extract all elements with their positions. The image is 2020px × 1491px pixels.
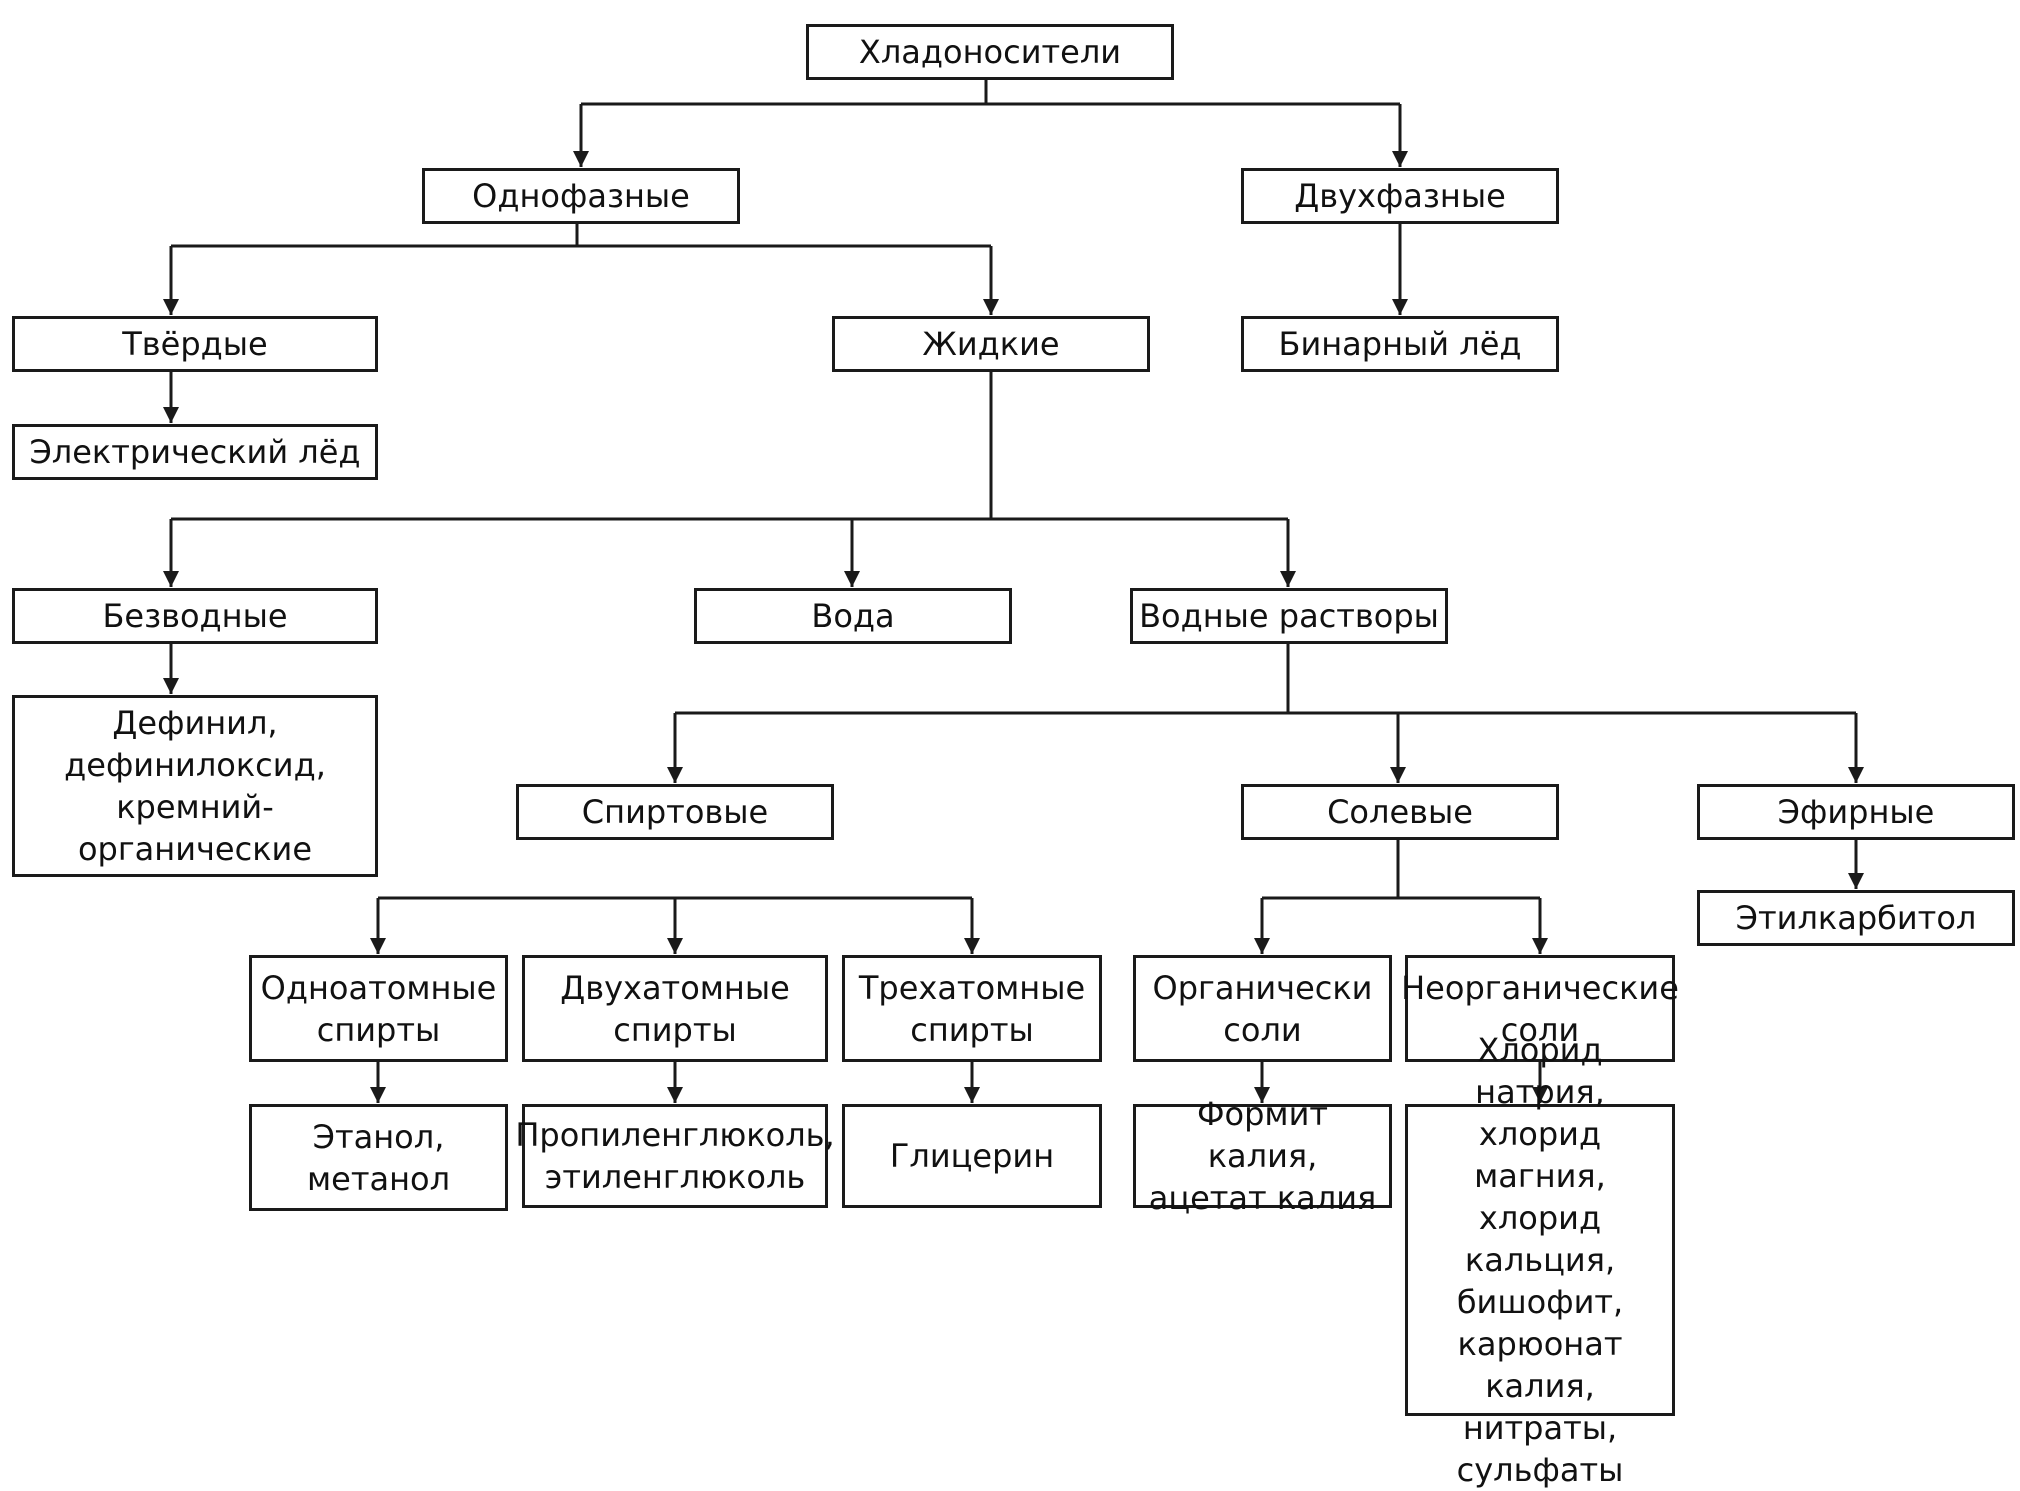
node-binary-ice: Бинарный лёд	[1241, 316, 1559, 372]
node-solid: Твёрдые	[12, 316, 378, 372]
node-root: Хладоносители	[806, 24, 1174, 80]
node-ethylcarbitol: Этилкарбитол	[1697, 890, 2015, 946]
node-dihydric-alcohols: Двухатомные спирты	[522, 955, 828, 1062]
node-two-phase: Двухфазные	[1241, 168, 1559, 224]
node-alcohol: Спиртовые	[516, 784, 834, 840]
node-monohydric-alcohols: Одноатомные спирты	[249, 955, 508, 1062]
node-glycols: Пропиленглюколь, этиленглюколь	[515, 1104, 835, 1208]
node-ethanol-methanol: Этанол, метанол	[249, 1104, 508, 1211]
node-salt: Солевые	[1241, 784, 1559, 840]
node-ether: Эфирные	[1697, 784, 2015, 840]
node-aqueous-solutions: Водные растворы	[1130, 588, 1448, 644]
node-liquid: Жидкие	[832, 316, 1150, 372]
node-organic-salts: Органически соли	[1133, 955, 1392, 1062]
node-potassium-salts: Формит калия, ацетат калия	[1133, 1095, 1392, 1217]
node-glycerin: Глицерин	[842, 1104, 1102, 1208]
node-chloride-list: Хлорид натрия, хлорид магния, хлорид кал…	[1405, 1031, 1675, 1489]
node-anhydrous: Безводные	[12, 588, 378, 644]
node-anhydrous-list: Дефинил, дефинилоксид, кремний- органиче…	[12, 695, 378, 877]
node-electric-ice: Электрический лёд	[12, 424, 378, 480]
connector-lines	[163, 80, 1864, 1103]
node-trihydric-alcohols: Трехатомные спирты	[842, 955, 1102, 1062]
node-water: Вода	[694, 588, 1012, 644]
coolant-classification-diagram: Хладоносители Однофазные Двухфазные Твёр…	[12, 24, 2015, 1489]
node-inorganic-salts: Неорганические соли	[1401, 955, 1679, 1062]
node-single-phase: Однофазные	[422, 168, 740, 224]
